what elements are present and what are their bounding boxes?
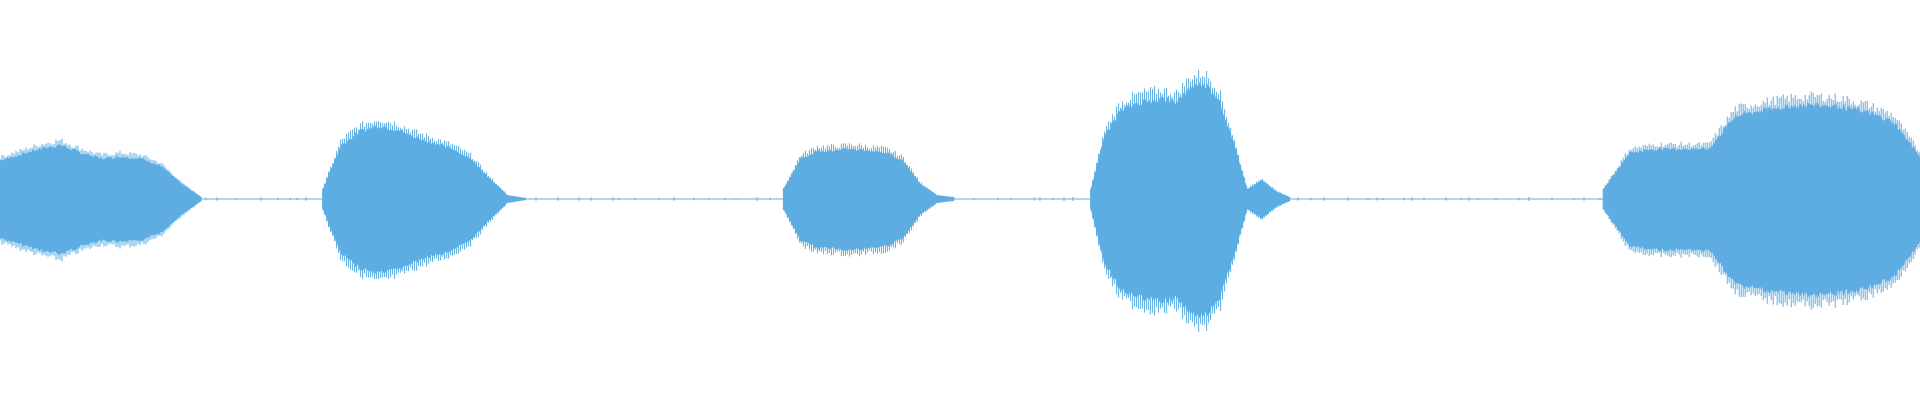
- waveform-peaks: [322, 121, 506, 280]
- waveform-peaks: [0, 138, 195, 262]
- waveform-peaks: [1090, 69, 1282, 332]
- waveform-segment-word-1: [0, 138, 202, 262]
- waveform-segments: [0, 69, 1920, 332]
- waveform-peaks: [782, 143, 934, 257]
- waveform-peaks: [1602, 91, 1920, 310]
- waveform-segment-word-2: [322, 121, 527, 280]
- waveform-segment-word-5: [1602, 91, 1920, 310]
- waveform-segment-word-4: [1090, 69, 1291, 332]
- waveform-noise-floor: [0, 198, 1920, 200]
- waveform-segment-word-3: [782, 143, 955, 257]
